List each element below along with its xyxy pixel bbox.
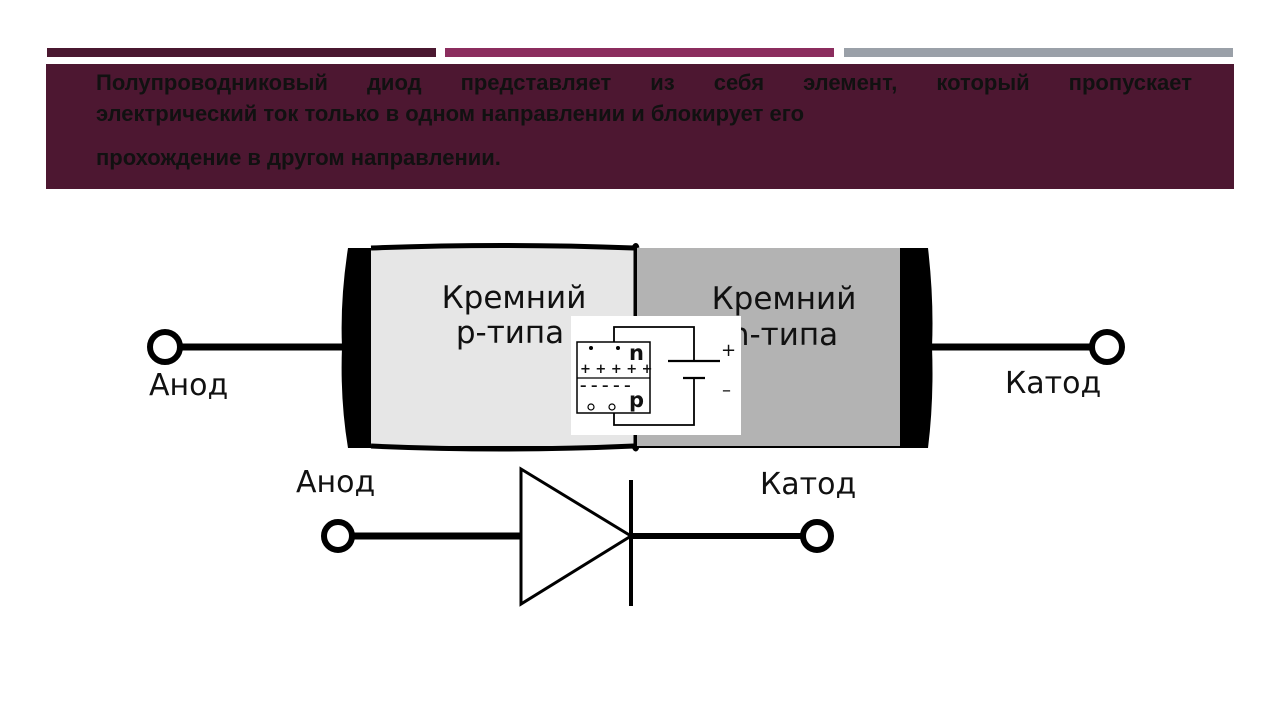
inset-hole-1 <box>587 403 595 411</box>
diode-triangle <box>519 466 634 607</box>
junction-bottom <box>370 443 640 452</box>
pn-junction-inset: + + + + + – – – – – n p + – <box>571 316 741 435</box>
p-region-label-line-1: Кремний <box>442 280 587 316</box>
battery-plus-sign: + <box>721 340 736 361</box>
definition-line-2: электрический ток только в одном направл… <box>96 101 805 126</box>
inset-wire-top <box>613 326 695 361</box>
definition-line-3: прохождение в другом направлении. <box>96 145 501 170</box>
top-accent-bar-1 <box>47 48 436 57</box>
inset-minus-row: – – – – – <box>580 379 631 394</box>
top-accent-bar-3 <box>844 48 1233 57</box>
symbol-cathode-label: Катод <box>760 467 856 502</box>
anode-label: Анод <box>149 368 228 403</box>
symbol-cathode-terminal <box>800 519 834 553</box>
inset-electron-2 <box>616 346 620 350</box>
battery-minus-sign: – <box>722 380 731 401</box>
symbol-anode-terminal <box>321 519 355 553</box>
symbol-anode-label: Анод <box>296 465 375 500</box>
anode-terminal <box>147 329 183 365</box>
definition-banner <box>46 64 1234 189</box>
n-region-label-line-1: Кремний <box>712 281 857 317</box>
p-region-label-line-2: p-типа <box>456 315 564 351</box>
cathode-terminal <box>1089 329 1125 365</box>
inset-hole-2 <box>608 403 616 411</box>
n-region-label-line-2: n-типа <box>730 317 838 353</box>
inset-p-label: p <box>629 388 644 412</box>
definition-line-1: Полупроводниковый диод представляет из с… <box>96 70 1192 95</box>
inset-plus-row: + + + + + <box>580 362 653 377</box>
top-accent-bar-2 <box>445 48 834 57</box>
junction-top <box>370 243 640 251</box>
cathode-label: Катод <box>1005 366 1101 401</box>
inset-electron-1 <box>589 346 593 350</box>
inset-wire-bottom <box>613 378 695 426</box>
inset-n-label: n <box>629 341 644 365</box>
